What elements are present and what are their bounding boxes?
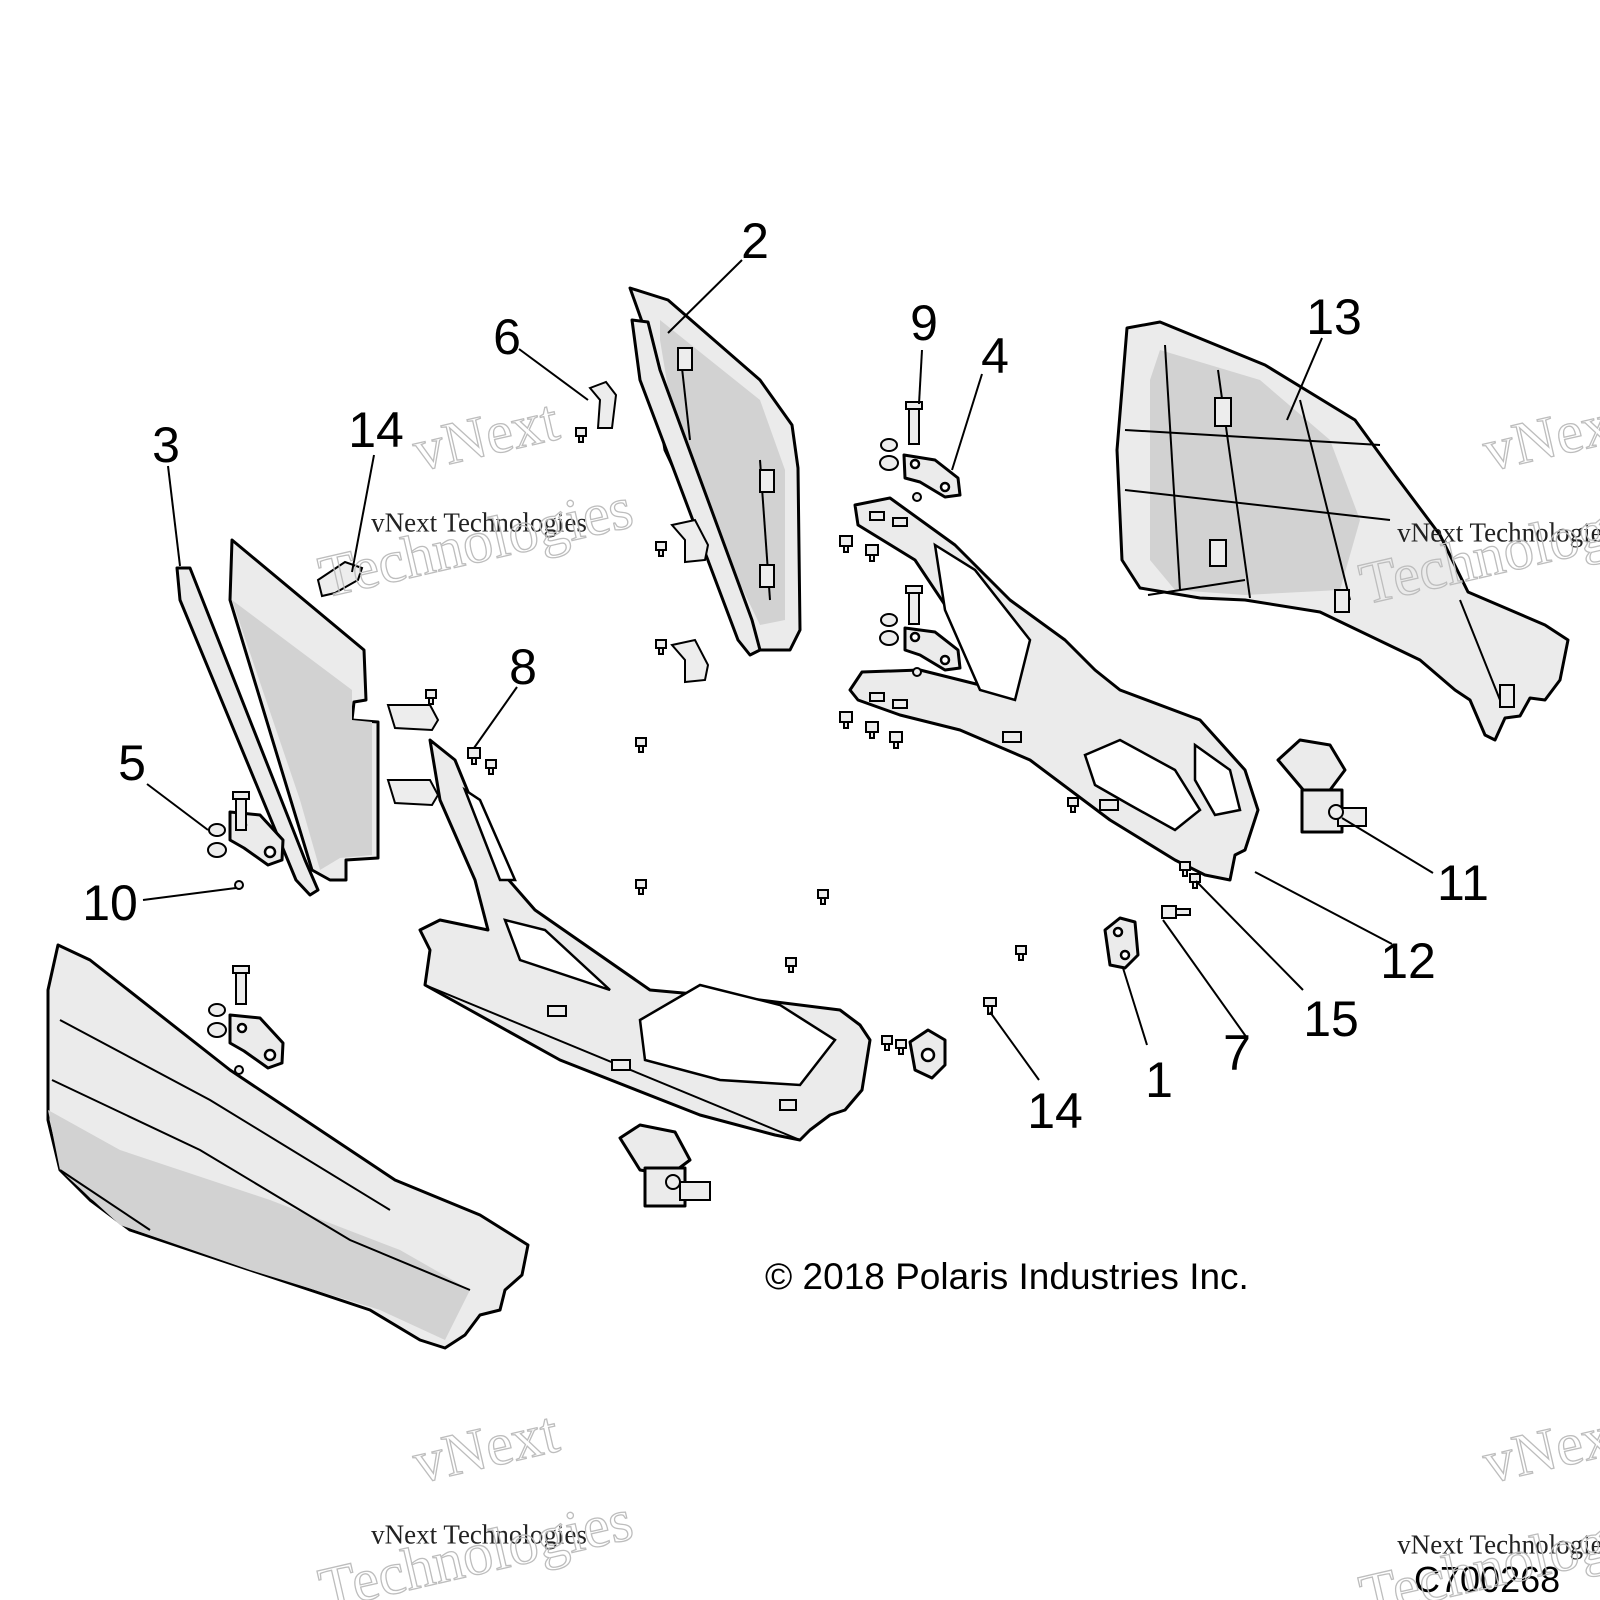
callout-3: 3	[152, 417, 180, 473]
part-4-hinge-bracket	[902, 453, 962, 672]
watermark-line-1: vNext	[1477, 1399, 1600, 1496]
part-2-door-inner-panel	[628, 286, 802, 657]
door-latch-front	[618, 1123, 711, 1208]
watermark-bottom-left: vNext vNext Technologies Technologies	[312, 1398, 639, 1600]
door-outer-panel	[46, 943, 530, 1350]
part-14-handle	[316, 560, 364, 598]
part-12-door-frame-front	[418, 738, 872, 1142]
callout-12: 12	[1380, 933, 1436, 989]
part-10-clip	[234, 492, 922, 1075]
watermark-line-1: vNext	[407, 1399, 565, 1496]
watermark-line-1: vNext	[1477, 387, 1600, 484]
callout-labels: 1 2 3 4 5 6 7 8 9 10 11 12 13 14 14 15	[82, 213, 1489, 1139]
callout-10: 10	[82, 875, 138, 931]
watermark-line-2: vNext Technologies	[371, 508, 587, 538]
watermark-line-1: vNext	[407, 387, 565, 484]
watermark-line-2: vNext Technologies	[371, 1520, 587, 1550]
copyright-notice: © 2018 Polaris Industries Inc.	[765, 1256, 1249, 1297]
callout-14-lower: 14	[1027, 1083, 1083, 1139]
callout-7: 7	[1223, 1025, 1251, 1081]
part-13-rear-door-panel	[1115, 320, 1570, 742]
part-3-door-panel	[175, 538, 380, 897]
callout-9: 9	[910, 295, 938, 351]
watermark-line-3: Technologies	[313, 474, 639, 610]
part-1-striker-plate	[908, 916, 1140, 1080]
hinge-bracket-front	[228, 810, 285, 1070]
callout-11: 11	[1437, 855, 1489, 911]
callout-4: 4	[981, 328, 1009, 384]
part-11-door-latch-rear	[1276, 738, 1367, 834]
part-5-washer	[207, 438, 899, 1038]
watermark-bottom-right: vNext vNext Technologies Technologies	[1353, 1398, 1600, 1600]
callout-15: 15	[1303, 991, 1359, 1047]
watermark-line-2: vNext Technologies	[1397, 1530, 1600, 1560]
figure-code: C700268	[1414, 1559, 1560, 1600]
callout-1: 1	[1145, 1052, 1173, 1108]
fastener-screws	[425, 427, 1201, 1055]
leader-lines	[142, 259, 1434, 1081]
watermark-line-2: vNext Technologies	[1397, 518, 1600, 548]
callout-13: 13	[1306, 289, 1362, 345]
part-9-hinge-pin	[232, 401, 923, 1005]
watermark-line-3: Technologies	[313, 1486, 639, 1600]
watermark-line-3: Technologies	[1354, 1493, 1600, 1600]
callout-8: 8	[509, 639, 537, 695]
part-6-cable-clip	[386, 380, 710, 807]
callout-6: 6	[493, 309, 521, 365]
callout-5: 5	[118, 735, 146, 791]
watermark-top-left: vNext vNext Technologies Technologies	[312, 386, 639, 611]
callout-2: 2	[741, 213, 769, 269]
callout-14-upper: 14	[348, 402, 404, 458]
